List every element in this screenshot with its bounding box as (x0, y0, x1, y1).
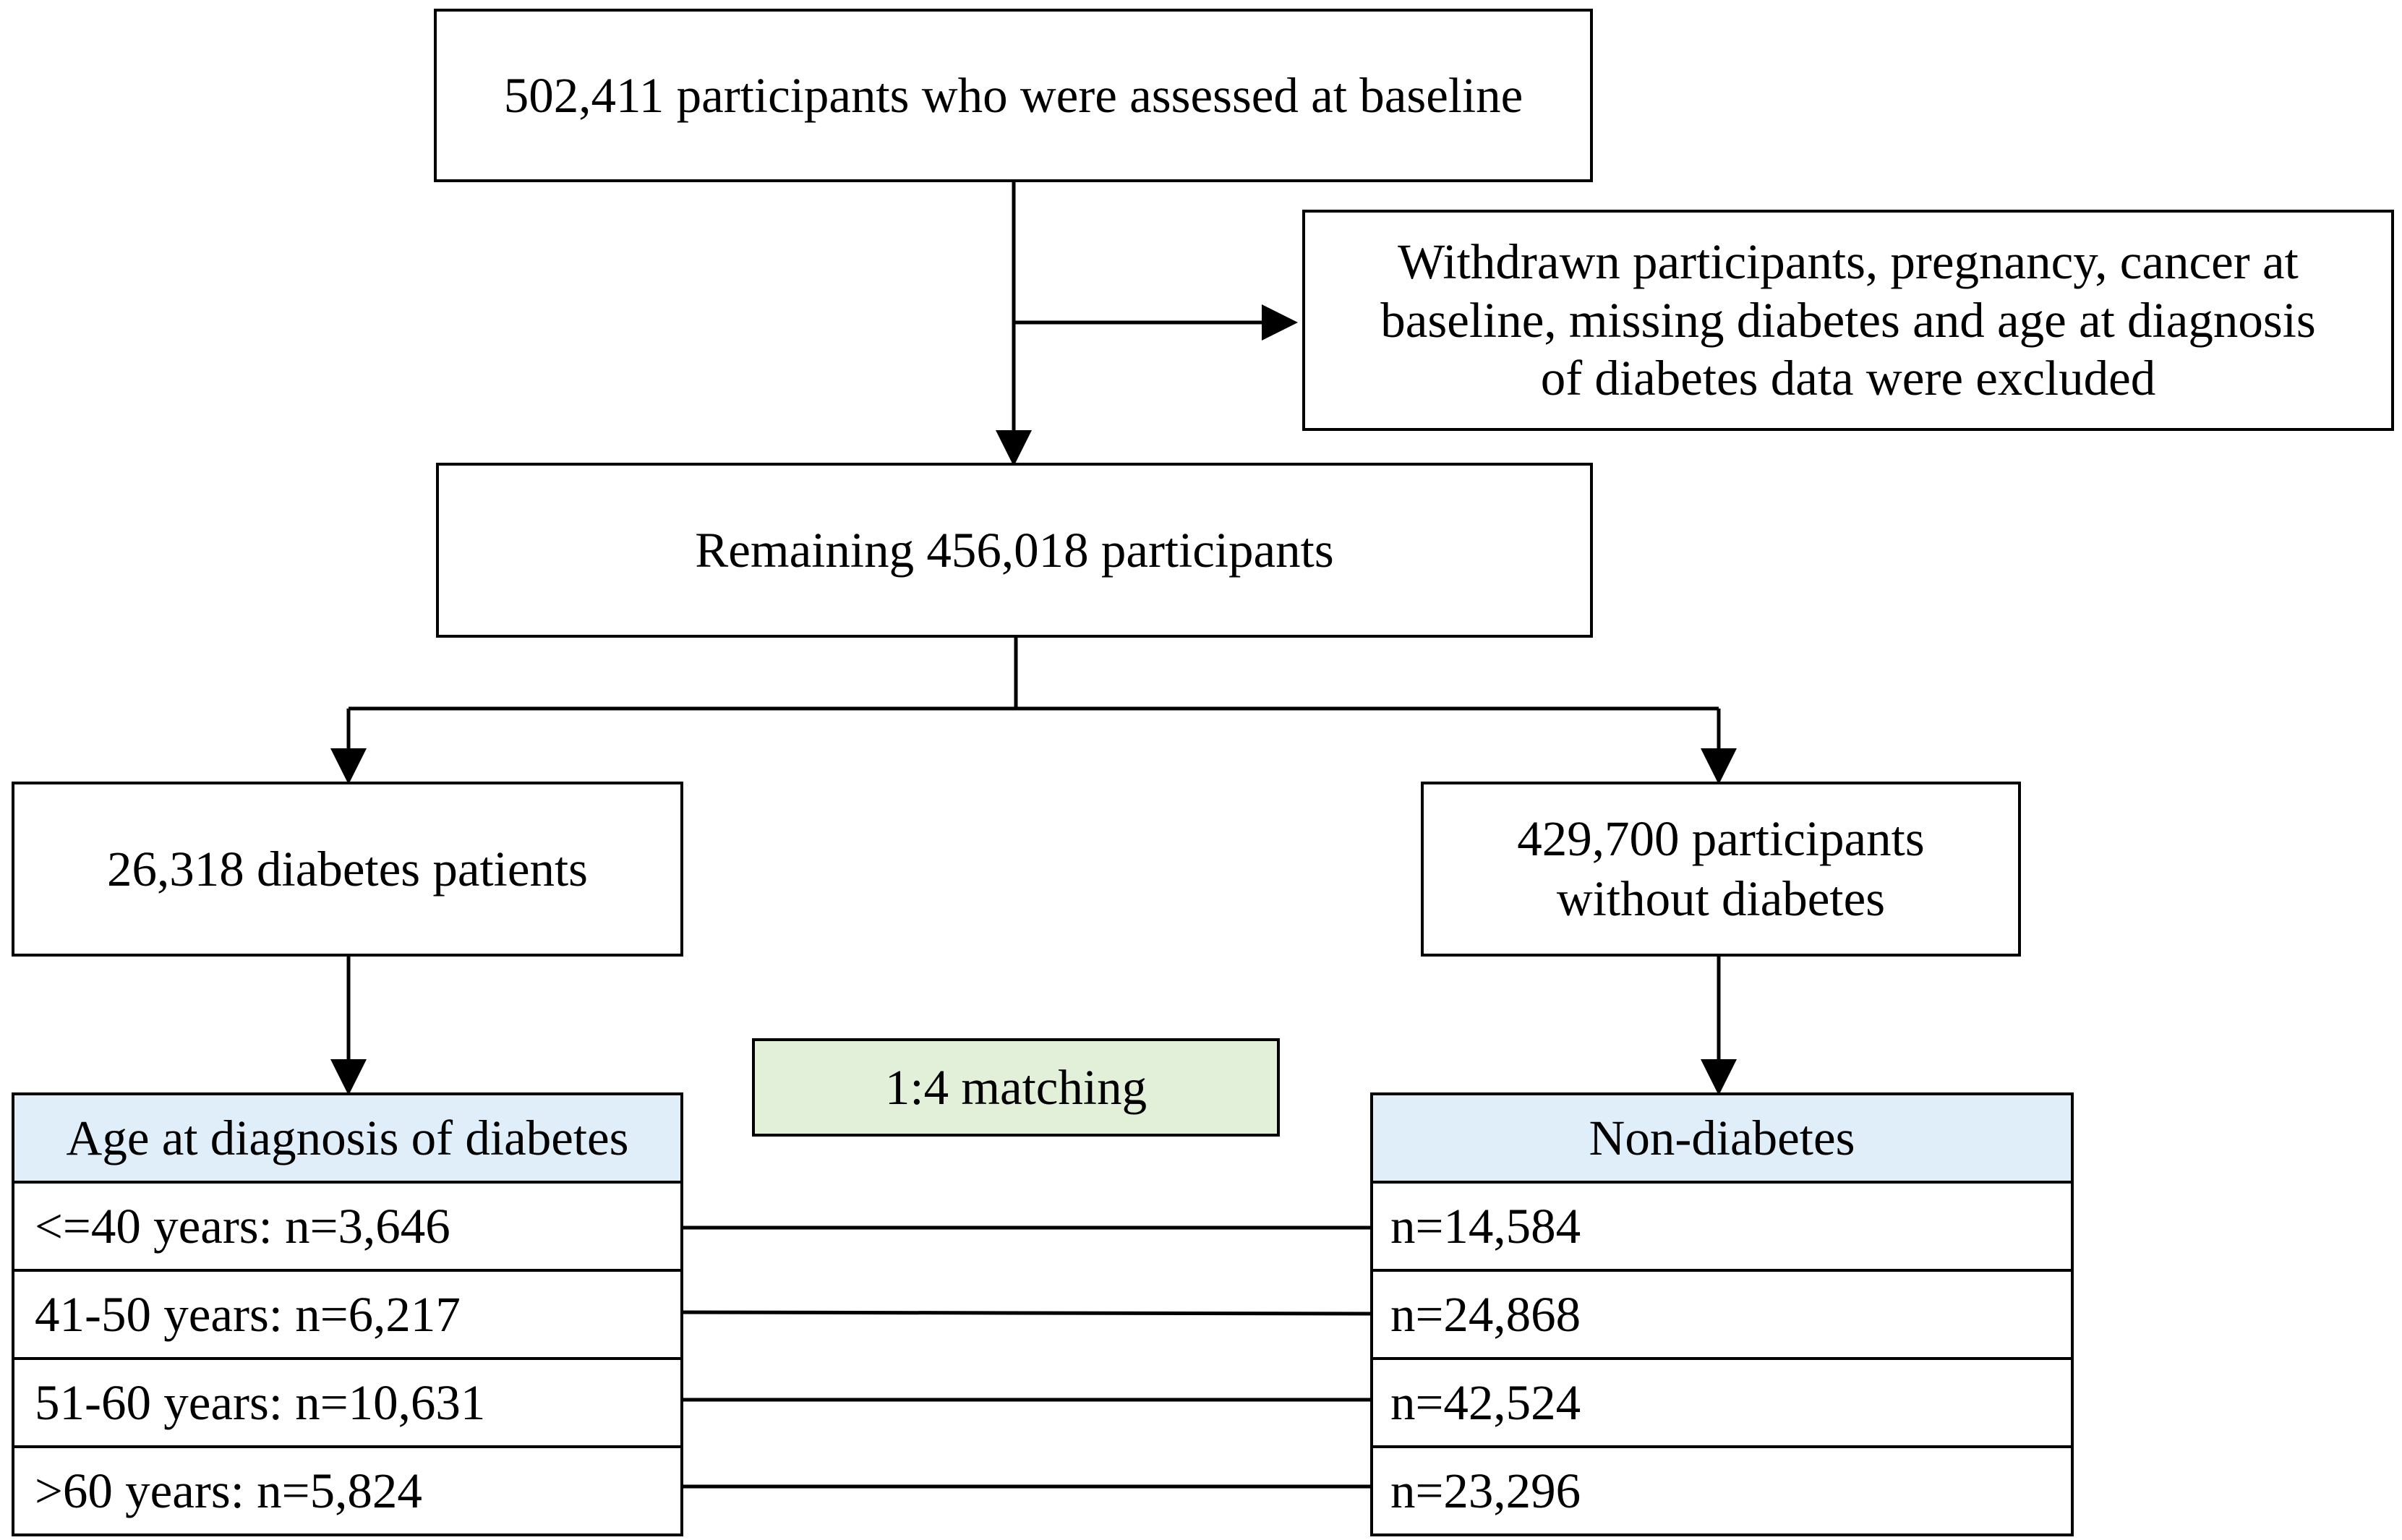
excluded-text-line-1: Withdrawn participants, pregnancy, cance… (1398, 234, 2299, 289)
non-diabetes-row-2: n=24,868 (1370, 1269, 2074, 1360)
remaining-box: Remaining 456,018 participants (436, 463, 1593, 638)
non-diabetes-row-3: n=42,524 (1370, 1357, 2074, 1448)
non-diabetes-row-4: n=23,296 (1370, 1445, 2074, 1536)
match-line-2 (682, 1310, 1371, 1316)
non-diabetes-box: 429,700 participants without diabetes (1421, 782, 2021, 957)
excluded-text-line-2: baseline, missing diabetes and age at di… (1380, 292, 2316, 348)
non-diabetes-row-1-text: n=14,584 (1390, 1198, 1581, 1254)
matching-box: 1:4 matching (752, 1038, 1280, 1137)
age-row-3-text: 51-60 years: n=10,631 (35, 1374, 486, 1430)
excluded-text-line-3: of diabetes data were excluded (1540, 351, 2156, 406)
age-row-1: <=40 years: n=3,646 (12, 1181, 683, 1272)
age-row-1-text: <=40 years: n=3,646 (35, 1198, 450, 1254)
age-row-4: >60 years: n=5,824 (12, 1445, 683, 1536)
non-diabetes-text-line-2: without diabetes (1556, 871, 1886, 926)
non-diabetes-table-header: Non-diabetes (1370, 1092, 2074, 1184)
age-table-header-text: Age at diagnosis of diabetes (66, 1110, 629, 1165)
non-diabetes-row-3-text: n=42,524 (1390, 1374, 1581, 1430)
diabetes-text: 26,318 diabetes patients (107, 841, 588, 897)
non-diabetes-row-2-text: n=24,868 (1390, 1286, 1581, 1342)
age-row-3: 51-60 years: n=10,631 (12, 1357, 683, 1448)
baseline-text: 502,411 participants who were assessed a… (503, 67, 1523, 123)
diabetes-box: 26,318 diabetes patients (12, 782, 683, 957)
age-row-4-text: >60 years: n=5,824 (35, 1463, 422, 1518)
matching-text: 1:4 matching (884, 1059, 1147, 1115)
non-diabetes-text-line-1: 429,700 participants (1517, 811, 1925, 867)
age-row-2: 41-50 years: n=6,217 (12, 1269, 683, 1360)
non-diabetes-row-4-text: n=23,296 (1390, 1463, 1581, 1518)
non-diabetes-table-header-text: Non-diabetes (1589, 1110, 1855, 1165)
baseline-box: 502,411 participants who were assessed a… (434, 9, 1593, 182)
remaining-text: Remaining 456,018 participants (695, 522, 1334, 578)
age-row-2-text: 41-50 years: n=6,217 (35, 1286, 461, 1342)
excluded-box: Withdrawn participants, pregnancy, cance… (1302, 210, 2394, 431)
age-table-header: Age at diagnosis of diabetes (12, 1092, 683, 1184)
non-diabetes-row-1: n=14,584 (1370, 1181, 2074, 1272)
